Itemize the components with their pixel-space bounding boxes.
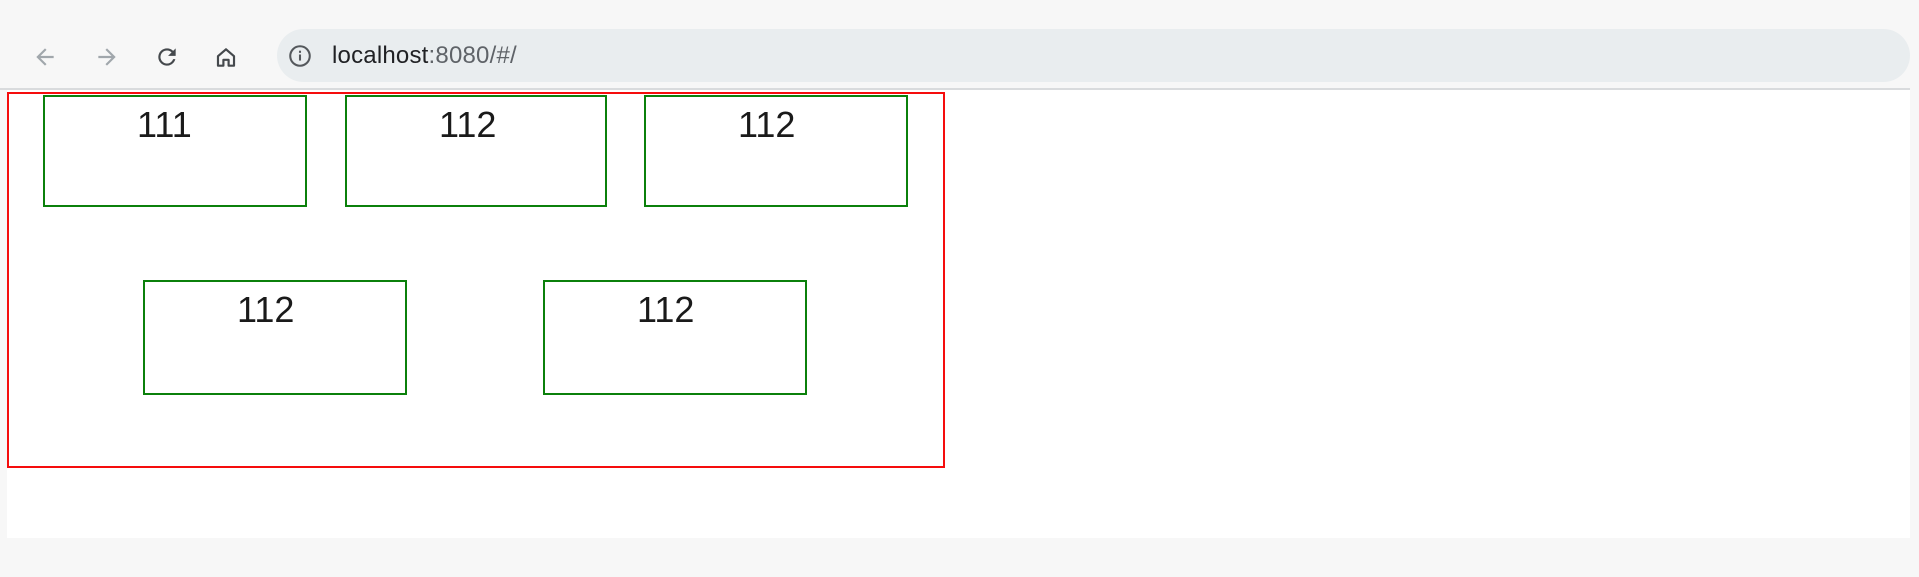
box-label: 111 bbox=[137, 104, 192, 145]
arrow-left-icon bbox=[32, 44, 58, 70]
reload-icon bbox=[154, 44, 180, 70]
green-box: 112 bbox=[644, 95, 908, 207]
box-label: 112 bbox=[237, 289, 295, 330]
box-label: 112 bbox=[439, 104, 497, 145]
toolbar-bottom-border bbox=[0, 88, 1910, 90]
forward-button[interactable] bbox=[94, 44, 120, 70]
box-label: 112 bbox=[637, 289, 695, 330]
url-path: :8080/#/ bbox=[428, 41, 517, 69]
address-bar[interactable]: localhost:8080/#/ bbox=[277, 29, 1910, 82]
url-origin: localhost bbox=[332, 41, 429, 69]
reload-button[interactable] bbox=[154, 44, 180, 70]
green-box: 112 bbox=[543, 280, 807, 395]
back-button[interactable] bbox=[32, 44, 58, 70]
red-outline-container: 111 112 112 112 112 bbox=[7, 92, 945, 468]
url-text: localhost:8080/#/ bbox=[332, 42, 517, 70]
page-background: 111 112 112 112 112 bbox=[7, 90, 1910, 538]
site-info-button[interactable] bbox=[287, 43, 313, 69]
arrow-right-icon bbox=[94, 44, 120, 70]
green-box: 112 bbox=[345, 95, 607, 207]
home-button[interactable] bbox=[213, 44, 239, 70]
green-box: 112 bbox=[143, 280, 407, 395]
box-label: 112 bbox=[738, 104, 796, 145]
green-box: 111 bbox=[43, 95, 307, 207]
browser-toolbar: localhost:8080/#/ bbox=[0, 0, 1919, 88]
info-icon bbox=[287, 43, 313, 69]
home-icon bbox=[213, 44, 239, 70]
